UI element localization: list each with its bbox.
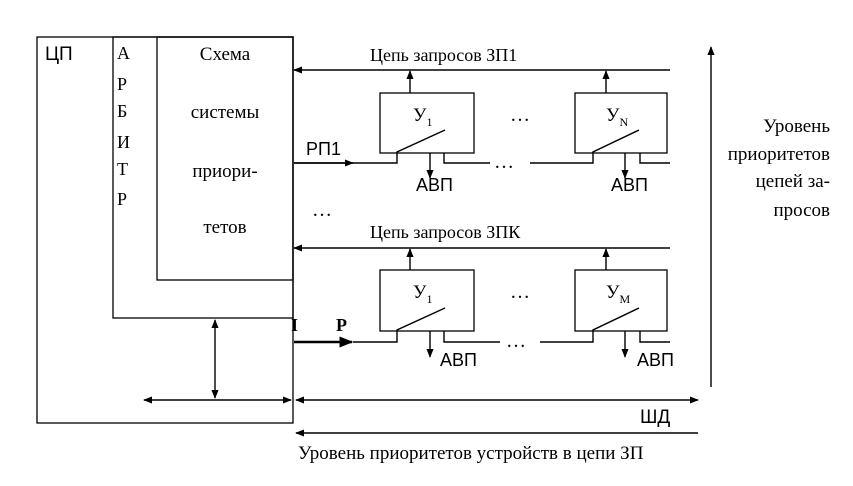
device-priority-caption: Уровень приоритетов устройств в цепи ЗП <box>298 443 644 464</box>
chain1-device-last-pass <box>639 153 670 164</box>
chaink-device-first <box>379 269 475 332</box>
chaink-devices-ellipsis: … <box>510 281 530 303</box>
priority-scheme-line: приори- <box>192 161 257 182</box>
chain1-device-last-label: УN <box>606 105 628 129</box>
chain1-device-last <box>574 92 668 154</box>
between-chains-ellipsis: … <box>312 199 332 221</box>
cpu-label: ЦП <box>45 44 73 65</box>
chaink-device-last-label: УM <box>606 282 630 306</box>
chaink-device-first-switch <box>353 307 446 343</box>
priority-scheme-line: системы <box>191 102 260 123</box>
arbiter-letter: Р <box>117 74 127 94</box>
chaink-device-first-pass <box>443 331 500 343</box>
cpu-block <box>36 36 294 424</box>
chaink-device-last-switch <box>540 307 640 343</box>
arbiter-letter: И <box>117 132 130 152</box>
chaink-device-first-ack-label: АВП <box>440 350 477 370</box>
priority-scheme-label: Схема системы приори- тетов <box>191 44 260 238</box>
arbiter-letter: Р <box>117 189 127 209</box>
chaink-switch-ellipsis: … <box>506 330 526 352</box>
chain1-device-first <box>379 92 475 154</box>
arbiter-letter: Т <box>117 159 128 179</box>
chain1-grant-label: РП1 <box>306 139 341 159</box>
chain-priority-caption-line: цепей за- <box>756 171 830 192</box>
chaink-label: Цепь запросов ЗПК <box>370 222 521 242</box>
chain1-device-first-label: У1 <box>413 105 432 129</box>
chain-priority-caption-line: просов <box>773 200 830 221</box>
chain1-device-last-ack-label: АВП <box>611 175 648 195</box>
chain-priority-caption-line: приоритетов <box>728 144 830 165</box>
priority-scheme-block <box>156 36 294 281</box>
chain-priority-caption-line: Уровень <box>763 116 830 137</box>
chaink-device-last-ack-label: АВП <box>637 350 674 370</box>
chain1-device-first-pass <box>443 153 490 164</box>
chaink-device-last-pass <box>639 331 670 343</box>
arbiter-letter: Б <box>117 101 127 121</box>
priority-scheme-line: Схема <box>200 44 251 65</box>
chain-priority-caption: Уровень приоритетов цепей за- просов <box>728 116 831 221</box>
chain1-switch-ellipsis: … <box>494 151 514 173</box>
chain1-devices-ellipsis: … <box>510 104 530 126</box>
chaink-grant-label-left: I <box>291 315 298 335</box>
chaink-grant-label-right: Р <box>336 315 347 335</box>
arbiter-label: А Р Б И Т Р <box>117 43 130 209</box>
chaink-device-last <box>574 269 668 332</box>
chain1-device-last-switch <box>530 129 640 164</box>
chain1-device-first-ack-label: АВП <box>416 175 453 195</box>
chaink-device-first-label: У1 <box>413 282 432 306</box>
chain1-label: Цепь запросов ЗП1 <box>370 45 517 65</box>
arbiter-letter: А <box>117 43 130 63</box>
priority-scheme-line: тетов <box>203 217 246 238</box>
data-bus-label: ШД <box>640 407 670 428</box>
